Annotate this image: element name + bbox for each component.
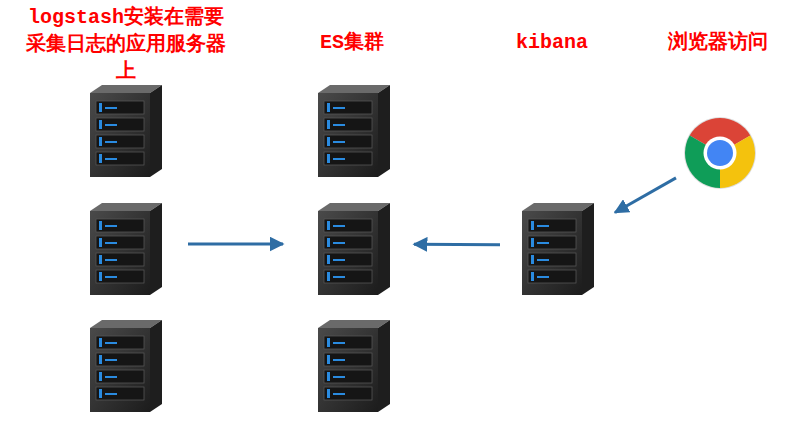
column-heading: logstash安装在需要采集日志的应用服务器上 <box>22 4 230 85</box>
column-heading: kibana <box>472 29 632 56</box>
server-group: 浏览器访问 <box>676 112 764 194</box>
server-icon <box>318 85 390 177</box>
server-group: ES集群 <box>283 78 414 410</box>
flow-arrow <box>188 243 283 246</box>
server-icon <box>90 320 162 412</box>
column-heading: ES集群 <box>272 29 432 56</box>
column-heading: 浏览器访问 <box>638 29 789 56</box>
server-group: logstash安装在需要采集日志的应用服务器上 <box>88 78 188 410</box>
server-icon <box>90 85 162 177</box>
server-group: kibana <box>500 195 615 295</box>
server-icon <box>318 203 390 295</box>
server-icon <box>318 320 390 412</box>
browser-icon <box>684 117 756 189</box>
flow-arrow <box>414 243 500 246</box>
server-icon <box>90 203 162 295</box>
server-icon <box>522 203 594 295</box>
flow-arrow <box>615 178 676 213</box>
